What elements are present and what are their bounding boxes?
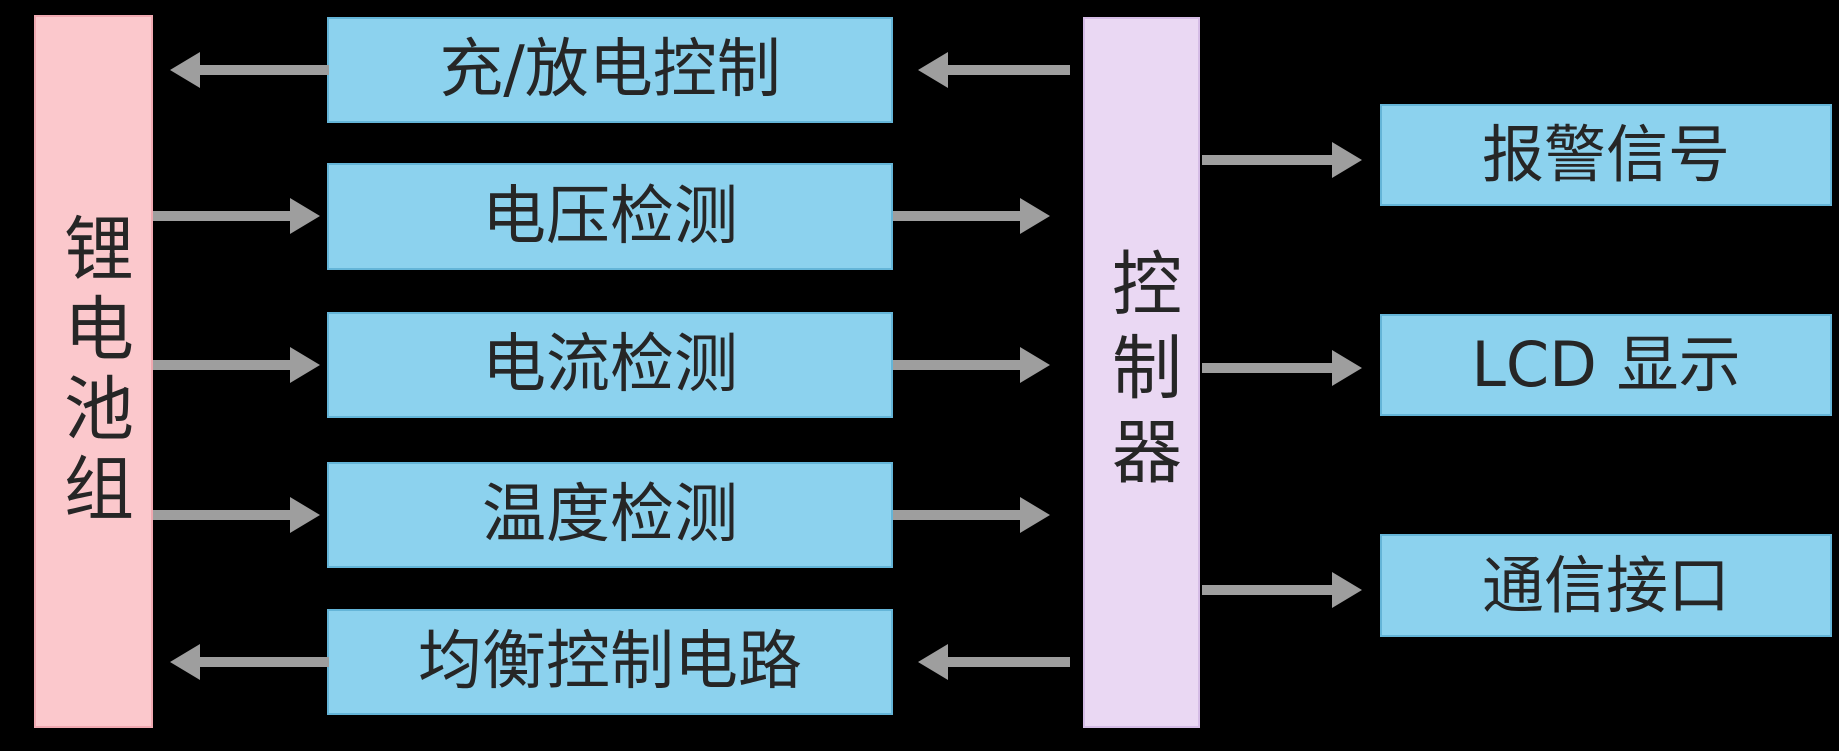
arrow-shaft: [1202, 155, 1335, 165]
arrow-shaft: [893, 211, 1023, 221]
lcd-display-label: LCD 显示: [1471, 328, 1741, 401]
temperature-detection-label: 温度检测: [482, 478, 738, 552]
voltage-detection-box: 电压检测: [327, 163, 893, 270]
arrow-battery-to-current: [153, 347, 320, 383]
arrow-head-icon: [1332, 572, 1362, 608]
current-detection-box: 电流检测: [327, 312, 893, 418]
arrow-shaft: [1202, 585, 1335, 595]
arrow-head-icon: [290, 347, 320, 383]
comm-interface-box: 通信接口: [1380, 534, 1832, 637]
voltage-detection-label: 电压检测: [482, 179, 738, 254]
arrow-head-icon: [1020, 497, 1050, 533]
arrow-shaft: [945, 65, 1070, 75]
controller-box: 控制器: [1083, 17, 1200, 728]
arrow-controller-to-alarm: [1202, 142, 1362, 178]
arrow-balance-to-battery: [170, 644, 329, 680]
current-detection-label: 电流检测: [482, 328, 738, 402]
arrow-shaft: [197, 657, 329, 667]
arrow-head-icon: [290, 497, 320, 533]
arrow-head-icon: [1332, 350, 1362, 386]
arrow-head-icon: [1020, 347, 1050, 383]
arrow-head-icon: [918, 52, 948, 88]
controller-label: 控制器: [1100, 246, 1183, 499]
arrow-current-to-controller: [893, 347, 1050, 383]
arrow-controller-to-charge-discharge: [918, 52, 1070, 88]
arrow-battery-to-temperature: [153, 497, 320, 533]
arrow-shaft: [945, 657, 1070, 667]
balance-control-circuit-box: 均衡控制电路: [327, 609, 893, 715]
arrow-controller-to-lcd: [1202, 350, 1362, 386]
arrow-shaft: [893, 510, 1023, 520]
temperature-detection-box: 温度检测: [327, 462, 893, 568]
alarm-signal-label: 报警信号: [1481, 118, 1730, 191]
lcd-display-box: LCD 显示: [1380, 314, 1832, 416]
arrow-voltage-to-controller: [893, 198, 1050, 234]
arrow-shaft: [197, 65, 329, 75]
arrow-shaft: [153, 510, 293, 520]
arrow-head-icon: [170, 644, 200, 680]
arrow-controller-to-comm: [1202, 572, 1362, 608]
arrow-charge-discharge-to-battery: [170, 52, 329, 88]
arrow-head-icon: [170, 52, 200, 88]
arrow-head-icon: [290, 198, 320, 234]
arrow-battery-to-voltage: [153, 198, 320, 234]
arrow-shaft: [1202, 363, 1335, 373]
battery-pack-label: 锂电池组: [52, 211, 135, 532]
comm-interface-label: 通信接口: [1481, 548, 1730, 622]
arrow-shaft: [893, 360, 1023, 370]
arrow-head-icon: [918, 644, 948, 680]
charge-discharge-control-box: 充/放电控制: [327, 17, 893, 123]
arrow-shaft: [153, 360, 293, 370]
alarm-signal-box: 报警信号: [1380, 104, 1832, 206]
arrow-head-icon: [1332, 142, 1362, 178]
arrow-shaft: [153, 211, 293, 221]
balance-control-circuit-label: 均衡控制电路: [418, 625, 802, 699]
arrow-head-icon: [1020, 198, 1050, 234]
battery-pack-box: 锂电池组: [34, 15, 153, 728]
arrow-temperature-to-controller: [893, 497, 1050, 533]
charge-discharge-control-label: 充/放电控制: [439, 33, 781, 107]
arrow-controller-to-balance: [918, 644, 1070, 680]
